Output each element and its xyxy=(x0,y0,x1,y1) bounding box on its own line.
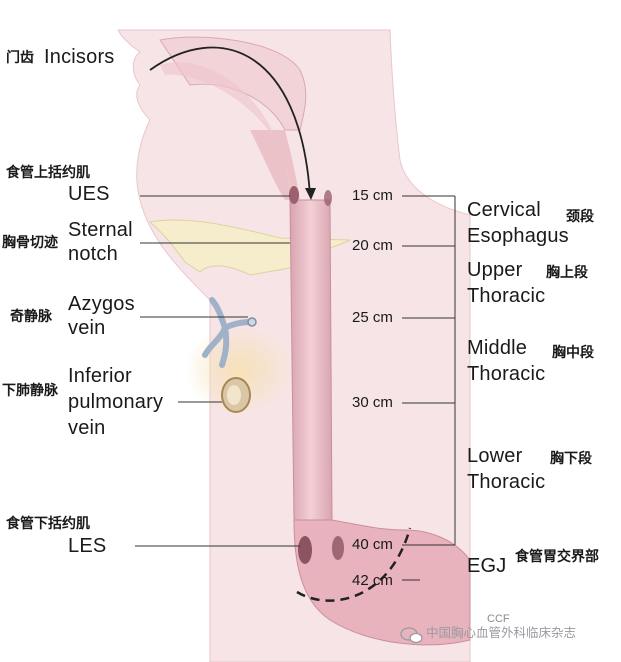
azygos-label-en-1: Azygos xyxy=(68,293,135,315)
ues-sphincter-left xyxy=(289,186,299,204)
les-label-zh: 食管下括约肌 xyxy=(6,516,90,532)
esophagus-upper-curve xyxy=(160,62,300,200)
azygos-vein xyxy=(202,297,253,368)
ccf-credit: CCF xyxy=(487,613,510,625)
segment-egj-en: EGJ xyxy=(467,555,507,577)
distance-20cm: 20 cm xyxy=(352,237,393,254)
distance-40cm: 40 cm xyxy=(352,536,393,553)
measurement-arrow xyxy=(149,46,311,196)
inferior-pulmonary-vein-lumen xyxy=(227,385,241,405)
segment-upper-zh: 胸上段 xyxy=(546,265,588,281)
segment-cervical-en-2: Esophagus xyxy=(467,225,569,247)
wechat-icon xyxy=(400,627,423,644)
inferior-pulmonary-vein-label-en-2: pulmonary xyxy=(68,391,164,413)
les-sphincter-right xyxy=(332,536,344,560)
ues-label-zh: 食管上括约肌 xyxy=(6,165,90,181)
les-sphincter-left xyxy=(298,536,312,564)
segment-cervical-zh: 颈段 xyxy=(566,209,594,225)
distance-15cm: 15 cm xyxy=(352,187,393,204)
segment-cervical-en-1: Cervical xyxy=(467,199,541,221)
segment-lower-en-2: Thoracic xyxy=(467,471,546,493)
les-label-en: LES xyxy=(68,535,107,557)
sternal-notch-label-en-2: notch xyxy=(68,243,118,265)
inferior-pulmonary-vein-label-zh: 下肺静脉 xyxy=(2,383,58,399)
segment-lower-en-1: Lower xyxy=(467,445,523,467)
pharynx xyxy=(250,130,300,200)
incisors-label-zh: 门齿 xyxy=(6,50,34,66)
segment-middle-en-1: Middle xyxy=(467,337,528,359)
distance-42cm: 42 cm xyxy=(352,572,393,589)
segment-upper-en-2: Thoracic xyxy=(467,285,546,307)
distance-30cm: 30 cm xyxy=(352,394,393,411)
esophagus xyxy=(289,199,333,521)
segment-middle-zh: 胸中段 xyxy=(552,345,594,361)
inferior-pulmonary-vein-label-en-1: Inferior xyxy=(68,365,132,387)
azygos-label-zh: 奇静脉 xyxy=(10,309,52,325)
azygos-label-en-2: vein xyxy=(68,317,106,339)
distance-25cm: 25 cm xyxy=(352,309,393,326)
segment-middle-en-2: Thoracic xyxy=(467,363,546,385)
incisors-label-en: Incisors xyxy=(44,46,115,68)
ues-sphincter-right xyxy=(324,190,332,206)
segment-lower-zh: 胸下段 xyxy=(550,451,592,467)
azygos-vein-end xyxy=(247,317,257,327)
measurement-arrow-head xyxy=(305,188,316,200)
sternal-notch-label-en-1: Sternal xyxy=(68,219,133,241)
ues-label-en: UES xyxy=(68,183,110,205)
inferior-pulmonary-vein-label-en-3: vein xyxy=(68,417,106,439)
watermark-text: 中国胸心血管外科临床杂志 xyxy=(426,625,577,640)
sternal-notch-label-zh: 胸骨切迹 xyxy=(2,235,58,251)
segment-egj-zh: 食管胃交界部 xyxy=(515,549,599,565)
segment-upper-en-1: Upper xyxy=(467,259,523,281)
egj-dashed-line xyxy=(296,527,412,602)
